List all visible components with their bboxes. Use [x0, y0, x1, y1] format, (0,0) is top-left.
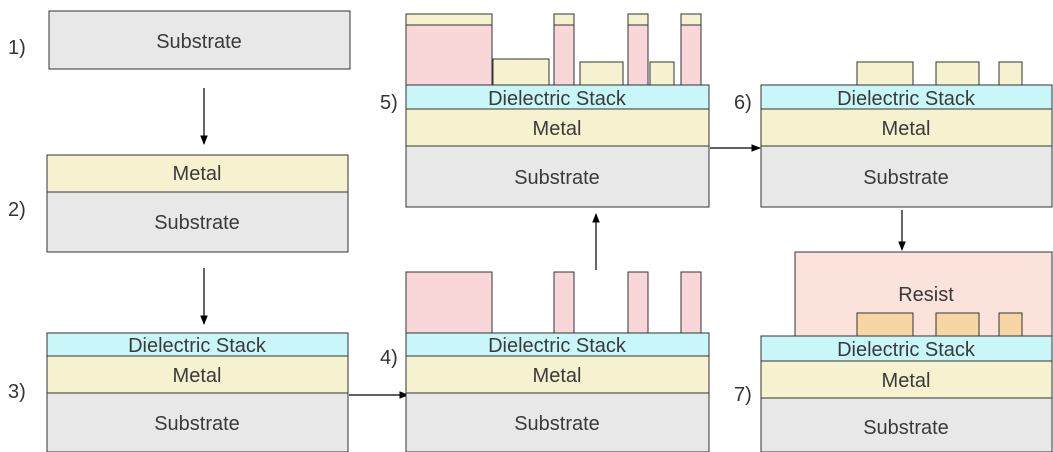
- step-2-metal-label: Metal: [173, 163, 222, 185]
- step-5-metal-deposit: [579, 61, 624, 86]
- step-7-dielectric-layer: [760, 335, 1053, 362]
- step-4-pattern-pillar: [680, 271, 702, 334]
- step-5-metal-label: Metal: [533, 118, 582, 140]
- step-3-substrate-label: Substrate: [154, 413, 240, 435]
- step-2-substrate-layer: [46, 191, 349, 253]
- step-6-metal-layer: [760, 108, 1053, 147]
- step-5-metal-cap: [627, 13, 649, 26]
- step-7: 7) Resist Dielectric Stack Metal Substra…: [734, 251, 1053, 452]
- step-7-metal-feature: [935, 312, 980, 337]
- step-7-substrate-layer: [760, 397, 1053, 452]
- step-3-metal-label: Metal: [173, 365, 222, 387]
- step-7-substrate-label: Substrate: [863, 417, 949, 439]
- step-5-number: 5): [380, 92, 398, 114]
- step-5-metal-deposit: [649, 61, 675, 86]
- step-5-metal-layer: [405, 108, 710, 147]
- step-7-number: 7): [734, 384, 752, 406]
- step-2-number: 2): [8, 199, 26, 221]
- step-4-pattern-block: [405, 271, 493, 334]
- step-1-substrate-layer: [48, 10, 351, 70]
- step-5-metal-deposit: [492, 58, 550, 86]
- step-3-metal-layer: [46, 355, 349, 394]
- step-5-substrate-layer: [405, 145, 710, 208]
- step-4-substrate-layer: [405, 392, 710, 452]
- step-6-dielectric-layer: [760, 84, 1053, 110]
- step-4-substrate-label: Substrate: [514, 413, 600, 435]
- step-6: 6) Dielectric Stack Metal Substrate: [734, 61, 1053, 208]
- step-7-dielectric-label: Dielectric Stack: [837, 339, 976, 361]
- step-6-dielectric-label: Dielectric Stack: [837, 88, 976, 110]
- step-2-metal-layer: [46, 154, 349, 193]
- step-4-metal-label: Metal: [533, 365, 582, 387]
- step-4-pattern-pillar: [627, 271, 649, 334]
- step-6-metal-feature: [935, 61, 980, 86]
- step-1: 1) Substrate: [8, 10, 351, 70]
- step-6-metal-feature: [998, 61, 1023, 86]
- step-7-metal-feature: [856, 312, 914, 337]
- step-1-number: 1): [8, 37, 26, 59]
- step-5-metal-cap: [553, 13, 575, 26]
- step-7-metal-layer: [760, 360, 1053, 399]
- step-1-substrate-label: Substrate: [156, 31, 242, 53]
- step-5-pattern-block: [405, 24, 493, 86]
- step-7-resist-label: Resist: [898, 284, 954, 306]
- step-5-metal-cap: [680, 13, 702, 26]
- step-6-substrate-layer: [760, 145, 1053, 208]
- step-6-metal-label: Metal: [882, 118, 931, 140]
- step-5-metal-cap: [405, 13, 493, 26]
- step-2-substrate-label: Substrate: [154, 212, 240, 234]
- step-5-pattern-pillar: [680, 24, 702, 86]
- step-3-number: 3): [8, 381, 26, 403]
- step-3-dielectric-label: Dielectric Stack: [128, 335, 267, 357]
- step-6-substrate-label: Substrate: [863, 167, 949, 189]
- step-5-pattern-pillar: [627, 24, 649, 86]
- step-3-substrate-layer: [46, 392, 349, 452]
- step-6-metal-feature: [856, 61, 914, 86]
- step-4: 4) Dielectric Stack Metal Substrate: [380, 271, 710, 452]
- step-5-dielectric-label: Dielectric Stack: [488, 88, 627, 110]
- step-4-number: 4): [380, 347, 398, 369]
- step-2: 2) Metal Substrate: [8, 154, 349, 253]
- step-4-dielectric-label: Dielectric Stack: [488, 335, 627, 357]
- step-5-pattern-pillar: [553, 24, 575, 86]
- step-3: 3) Dielectric Stack Metal Substrate: [8, 332, 349, 452]
- step-7-metal-label: Metal: [882, 370, 931, 392]
- step-4-pattern-pillar: [553, 271, 575, 334]
- step-5-dielectric-layer: [405, 84, 710, 110]
- step-6-number: 6): [734, 92, 752, 114]
- step-7-metal-feature: [998, 312, 1023, 337]
- step-5: 5) Dielectric Stack Metal Substrate: [380, 13, 710, 208]
- step-5-substrate-label: Substrate: [514, 167, 600, 189]
- step-4-metal-layer: [405, 355, 710, 394]
